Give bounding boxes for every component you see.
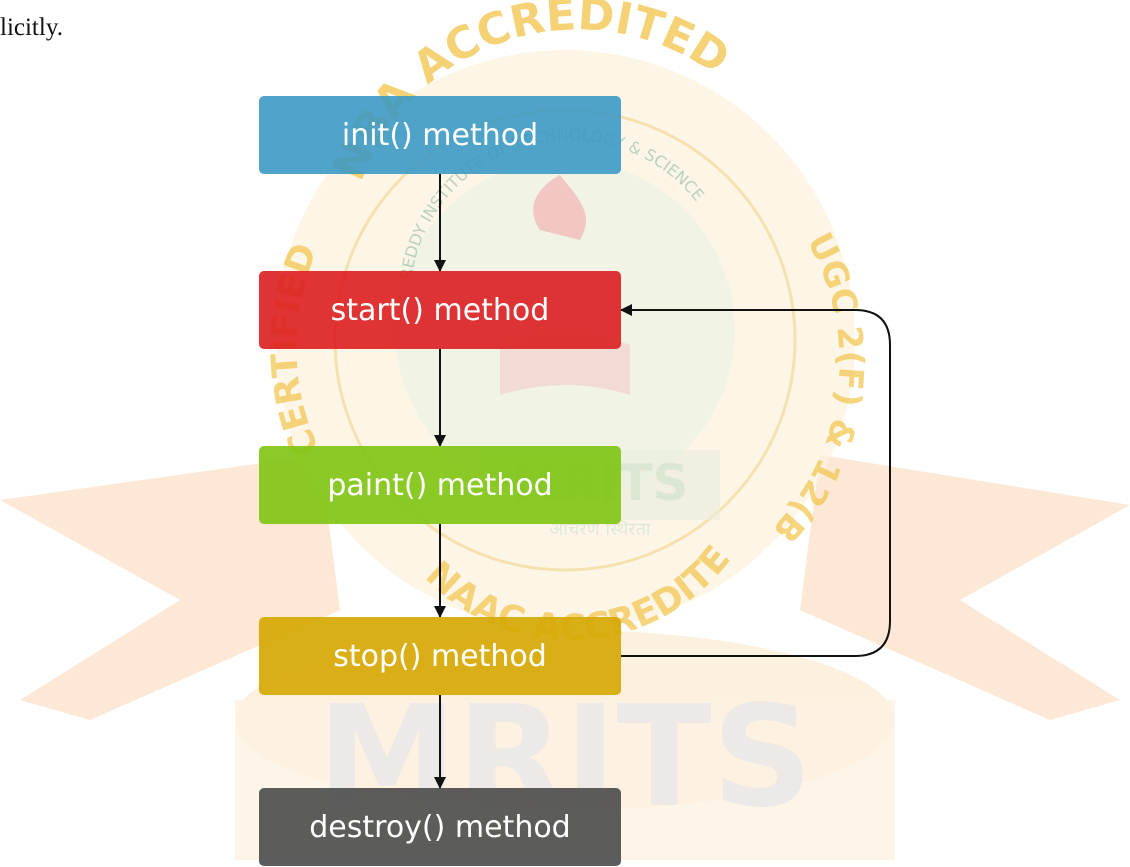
node-stop-method: stop() method [259,617,621,695]
node-paint-method: paint() method [259,446,621,524]
intro-text: licitly. [0,14,63,41]
node-init-label: init() method [341,117,539,153]
node-start-label: start() method [330,292,550,328]
node-paint-label: paint() method [327,467,553,503]
node-init-method: init() method [259,96,621,174]
watermark-torch-flame [533,175,587,240]
watermark-ribbon-right [800,455,1130,720]
node-stop-label: stop() method [333,638,547,674]
node-destroy-label: destroy() method [309,809,571,845]
node-destroy-method: destroy() method [259,788,621,866]
arrow-stop-to-start-loop [620,304,891,657]
watermark-ribbon [0,455,340,720]
node-start-method: start() method [259,271,621,349]
